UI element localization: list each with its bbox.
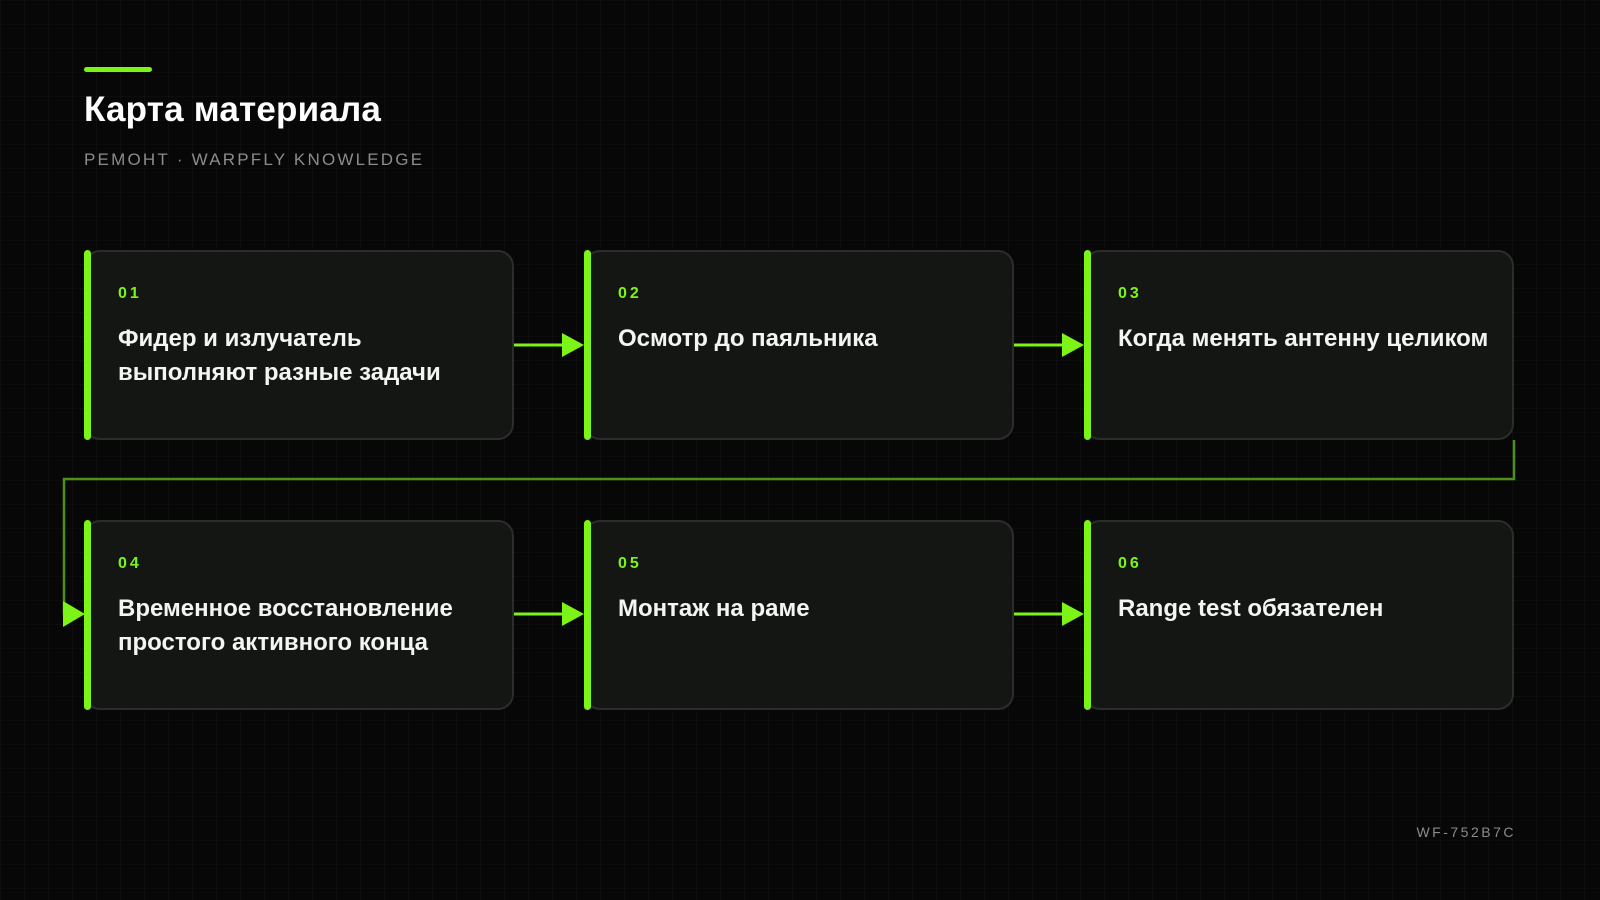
title-accent-bar xyxy=(84,67,152,72)
arrow-01-02-head xyxy=(562,333,584,357)
card-accent xyxy=(1084,250,1091,440)
step-title: Когда менять антенну целиком xyxy=(1118,325,1489,352)
step-number: 02 xyxy=(618,285,642,302)
step-card-04: 04 Временное восстановление простого акт… xyxy=(84,520,514,710)
page-title: Карта материала xyxy=(84,90,382,129)
step-number: 05 xyxy=(618,555,642,572)
step-title: Осмотр до паяльника xyxy=(618,325,878,352)
step-title: Range test обязателен xyxy=(1118,595,1384,622)
card-accent xyxy=(84,520,91,710)
card-accent xyxy=(584,520,591,710)
step-card-05: 05 Монтаж на раме xyxy=(584,520,1014,710)
arrow-03-04-head xyxy=(63,601,85,627)
arrow-04-05-head xyxy=(562,602,584,626)
step-card-06: 06 Range test обязателен xyxy=(1084,520,1514,710)
arrow-05-06-head xyxy=(1062,602,1084,626)
step-card-01: 01 Фидер и излучатель выполняют разные з… xyxy=(84,250,514,440)
step-card-03: 03 Когда менять антенну целиком xyxy=(1084,250,1514,440)
arrow-02-03-head xyxy=(1062,333,1084,357)
step-number: 04 xyxy=(118,555,142,572)
step-title: Фидер и излучатель выполняют разные зада… xyxy=(118,325,441,386)
card-accent xyxy=(584,250,591,440)
step-card-02: 02 Осмотр до паяльника xyxy=(584,250,1014,440)
document-code: WF-752B7C xyxy=(1416,824,1516,840)
step-title: Монтаж на раме xyxy=(618,595,810,622)
step-number: 01 xyxy=(118,285,142,302)
page-subtitle: РЕМОНТ · WARPFLY KNOWLEDGE xyxy=(84,150,425,169)
step-title: Временное восстановление простого активн… xyxy=(118,595,453,656)
card-accent xyxy=(84,250,91,440)
step-number: 03 xyxy=(1118,285,1142,302)
card-accent xyxy=(1084,520,1091,710)
step-number: 06 xyxy=(1118,555,1142,572)
